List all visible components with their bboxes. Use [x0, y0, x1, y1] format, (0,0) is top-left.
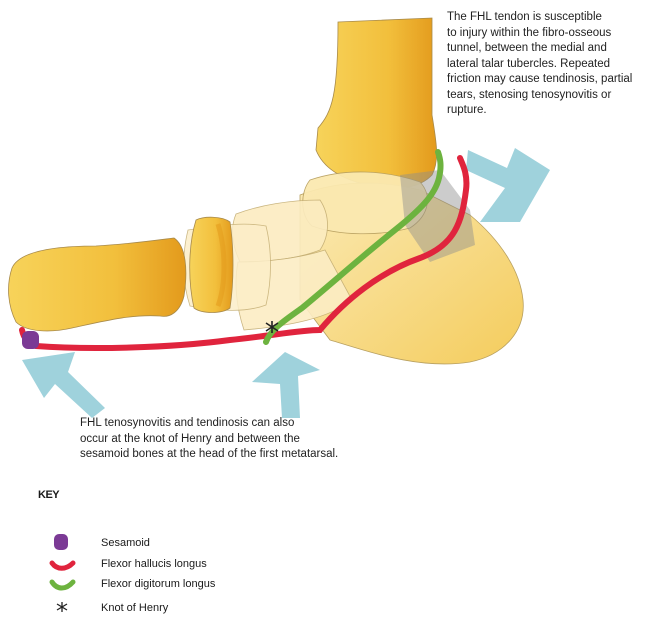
knot-of-henry-symbol [57, 602, 67, 612]
annotation-line: friction may cause tendinosis, partial [447, 72, 632, 88]
annotation-line: to injury within the fibro-osseous [447, 26, 632, 42]
proximal-phalanx-bone [190, 217, 233, 312]
annotation-line: tunnel, between the medial and [447, 41, 632, 57]
arrow-icon [22, 352, 105, 418]
distal-phalanx-bone [9, 238, 186, 331]
fhl-swatch [52, 563, 73, 568]
annotation-line: sesamoid bones at the head of the first … [80, 447, 338, 463]
knot-of-henry-annotation: FHL tenosynovitis and tendinosis can als… [80, 416, 338, 463]
sesamoid-marker [22, 331, 39, 349]
tibia-bone [316, 18, 437, 188]
key-label-flexor-digitorum-longus: Flexor digitorum longus [101, 578, 215, 590]
annotation-line: The FHL tendon is susceptible [447, 10, 632, 26]
key-label-knot-of-henry: Knot of Henry [101, 602, 168, 614]
arrow-icon [466, 148, 550, 222]
fibro-osseous-tunnel-annotation: The FHL tendon is susceptible to injury … [447, 10, 632, 119]
key-label-sesamoid: Sesamoid [101, 537, 150, 549]
annotation-line: rupture. [447, 103, 632, 119]
sesamoid-swatch [54, 534, 68, 550]
annotation-line: occur at the knot of Henry and between t… [80, 432, 338, 448]
annotation-line: tears, stenosing tenosynovitis or [447, 88, 632, 104]
key-title: KEY [38, 489, 59, 501]
annotation-line: FHL tenosynovitis and tendinosis can als… [80, 416, 338, 432]
arrow-icon [252, 352, 320, 418]
fdl-swatch [52, 582, 73, 588]
key-label-flexor-hallucis-longus: Flexor hallucis longus [101, 558, 207, 570]
annotation-line: lateral talar tubercles. Repeated [447, 57, 632, 73]
